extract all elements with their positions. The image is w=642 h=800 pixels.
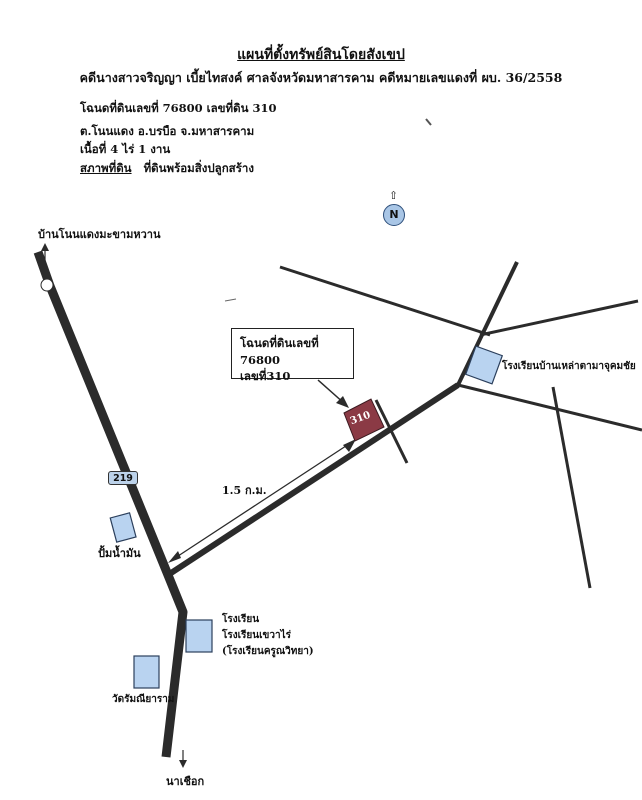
condition-line: สภาพที่ดิน ที่ดินพร้อมสิ่งปลูกสร้าง xyxy=(80,160,254,178)
junction-road-upper xyxy=(456,261,519,386)
school-label-3: (โรงเรียนครูณวิทยา) xyxy=(222,646,314,657)
temple-label: วัดรัมณียาราม xyxy=(112,694,175,705)
distance-arrowhead-left xyxy=(168,551,181,563)
area-line: เนื้อที่ 4 ไร่ 1 งาน xyxy=(80,142,171,156)
scan-mark xyxy=(224,298,237,302)
distance-label: 1.5 ก.ม. xyxy=(222,484,267,497)
south-direction-arrowhead xyxy=(179,760,187,768)
case-subtitle: คดีนางสาวจริญญา เบี้ยไทสงค์ ศาลจังหวัดมห… xyxy=(79,70,563,85)
north-direction-arrowhead xyxy=(41,243,49,251)
road-right-lower xyxy=(457,383,642,432)
location-line: ต.โนนแดง อ.บรบือ จ.มหาสารคาม xyxy=(80,124,255,138)
highway-junction-marker xyxy=(40,278,54,292)
gas-station-label: ปั้มน้ำมัน xyxy=(98,547,141,560)
road-right-vertical xyxy=(551,386,592,589)
callout-line-2: เลขที่310 xyxy=(240,369,291,384)
page-title: แผนที่ตั้งทรัพย์สินโดยสังเขป xyxy=(237,47,405,63)
road-top-right xyxy=(479,299,639,337)
school-right-building xyxy=(464,345,504,385)
distance-arrowhead-right xyxy=(343,439,356,452)
distance-arrow xyxy=(171,441,353,561)
deed-line: โฉนดที่ดินเลขที่ 76800 เลขที่ดิน 310 xyxy=(80,101,277,115)
cross-road xyxy=(374,399,409,464)
temple-building xyxy=(133,655,160,689)
north-indicator: N xyxy=(383,204,405,226)
condition-value: ที่ดินพร้อมสิ่งปลูกสร้าง xyxy=(143,161,254,175)
north-arrow-icon: ⇧ xyxy=(389,189,399,202)
callout-pointer-head xyxy=(336,396,349,408)
school-building xyxy=(185,619,213,653)
deed-callout-box: โฉนดที่ดินเลขที่ 76800 เลขที่310 xyxy=(231,328,354,383)
school-right-label: โรงเรียนบ้านเหล่าตามาจุคมชัย xyxy=(502,361,636,372)
school-label-1: โรงเรียน xyxy=(222,614,260,625)
parcel-310 xyxy=(343,398,385,442)
access-road xyxy=(166,382,460,578)
school-label-2: โรงเรียนเขวาไร่ xyxy=(222,630,291,641)
place-label-bottom: นาเชือก xyxy=(166,775,205,788)
gas-station-building xyxy=(109,512,137,543)
highway-219-road xyxy=(33,250,188,758)
callout-line-1: โฉนดที่ดินเลขที่ 76800 xyxy=(240,336,319,367)
road-number-badge: 219 xyxy=(108,471,138,485)
road-top-left xyxy=(279,265,491,337)
scan-mark xyxy=(425,118,432,126)
place-label-top-left: บ้านโนนแดงมะขามหวาน xyxy=(38,228,161,241)
condition-label: สภาพที่ดิน xyxy=(80,161,132,175)
